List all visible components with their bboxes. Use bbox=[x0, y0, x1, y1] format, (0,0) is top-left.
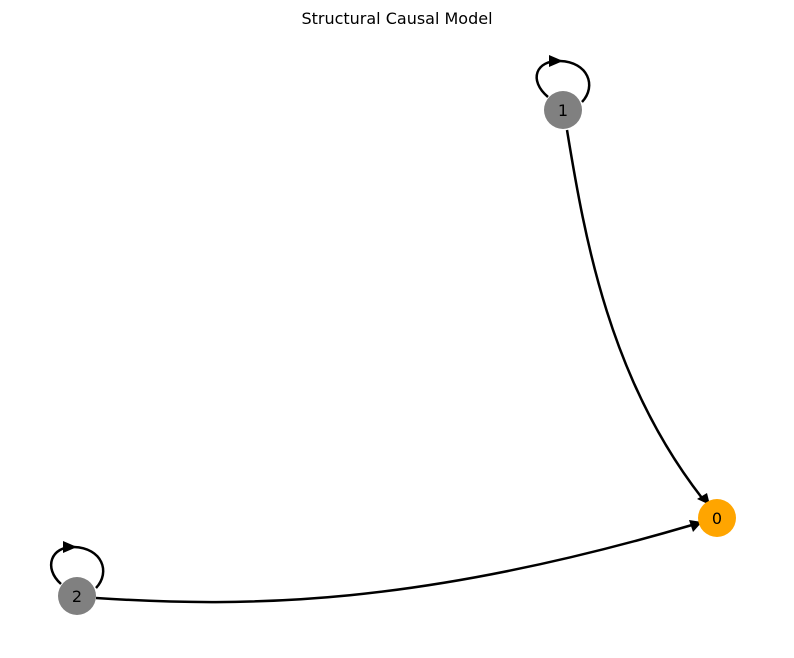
node-1: 1 bbox=[544, 91, 582, 129]
node-0: 0 bbox=[698, 499, 736, 537]
self-loop-node-2 bbox=[50, 541, 105, 589]
node-2-label: 2 bbox=[72, 587, 82, 606]
node-0-label: 0 bbox=[712, 509, 722, 528]
edge-1-to-0-arrowhead bbox=[697, 493, 710, 505]
self-loop-node-1-arrowhead bbox=[549, 55, 563, 67]
self-loop-node-2-arrowhead bbox=[63, 541, 77, 553]
node-1-circle bbox=[544, 91, 582, 129]
node-2-circle bbox=[58, 577, 96, 615]
edge-2-to-0 bbox=[95, 520, 702, 604]
self-loop-node-1 bbox=[535, 55, 591, 103]
edge-2-to-0-line bbox=[95, 523, 693, 604]
node-1-label: 1 bbox=[558, 101, 568, 120]
edge-1-to-0 bbox=[565, 129, 710, 505]
diagram-title: Structural Causal Model bbox=[301, 9, 492, 28]
edge-1-to-0-line bbox=[565, 129, 703, 499]
node-0-circle bbox=[698, 499, 736, 537]
node-2: 2 bbox=[58, 577, 96, 615]
